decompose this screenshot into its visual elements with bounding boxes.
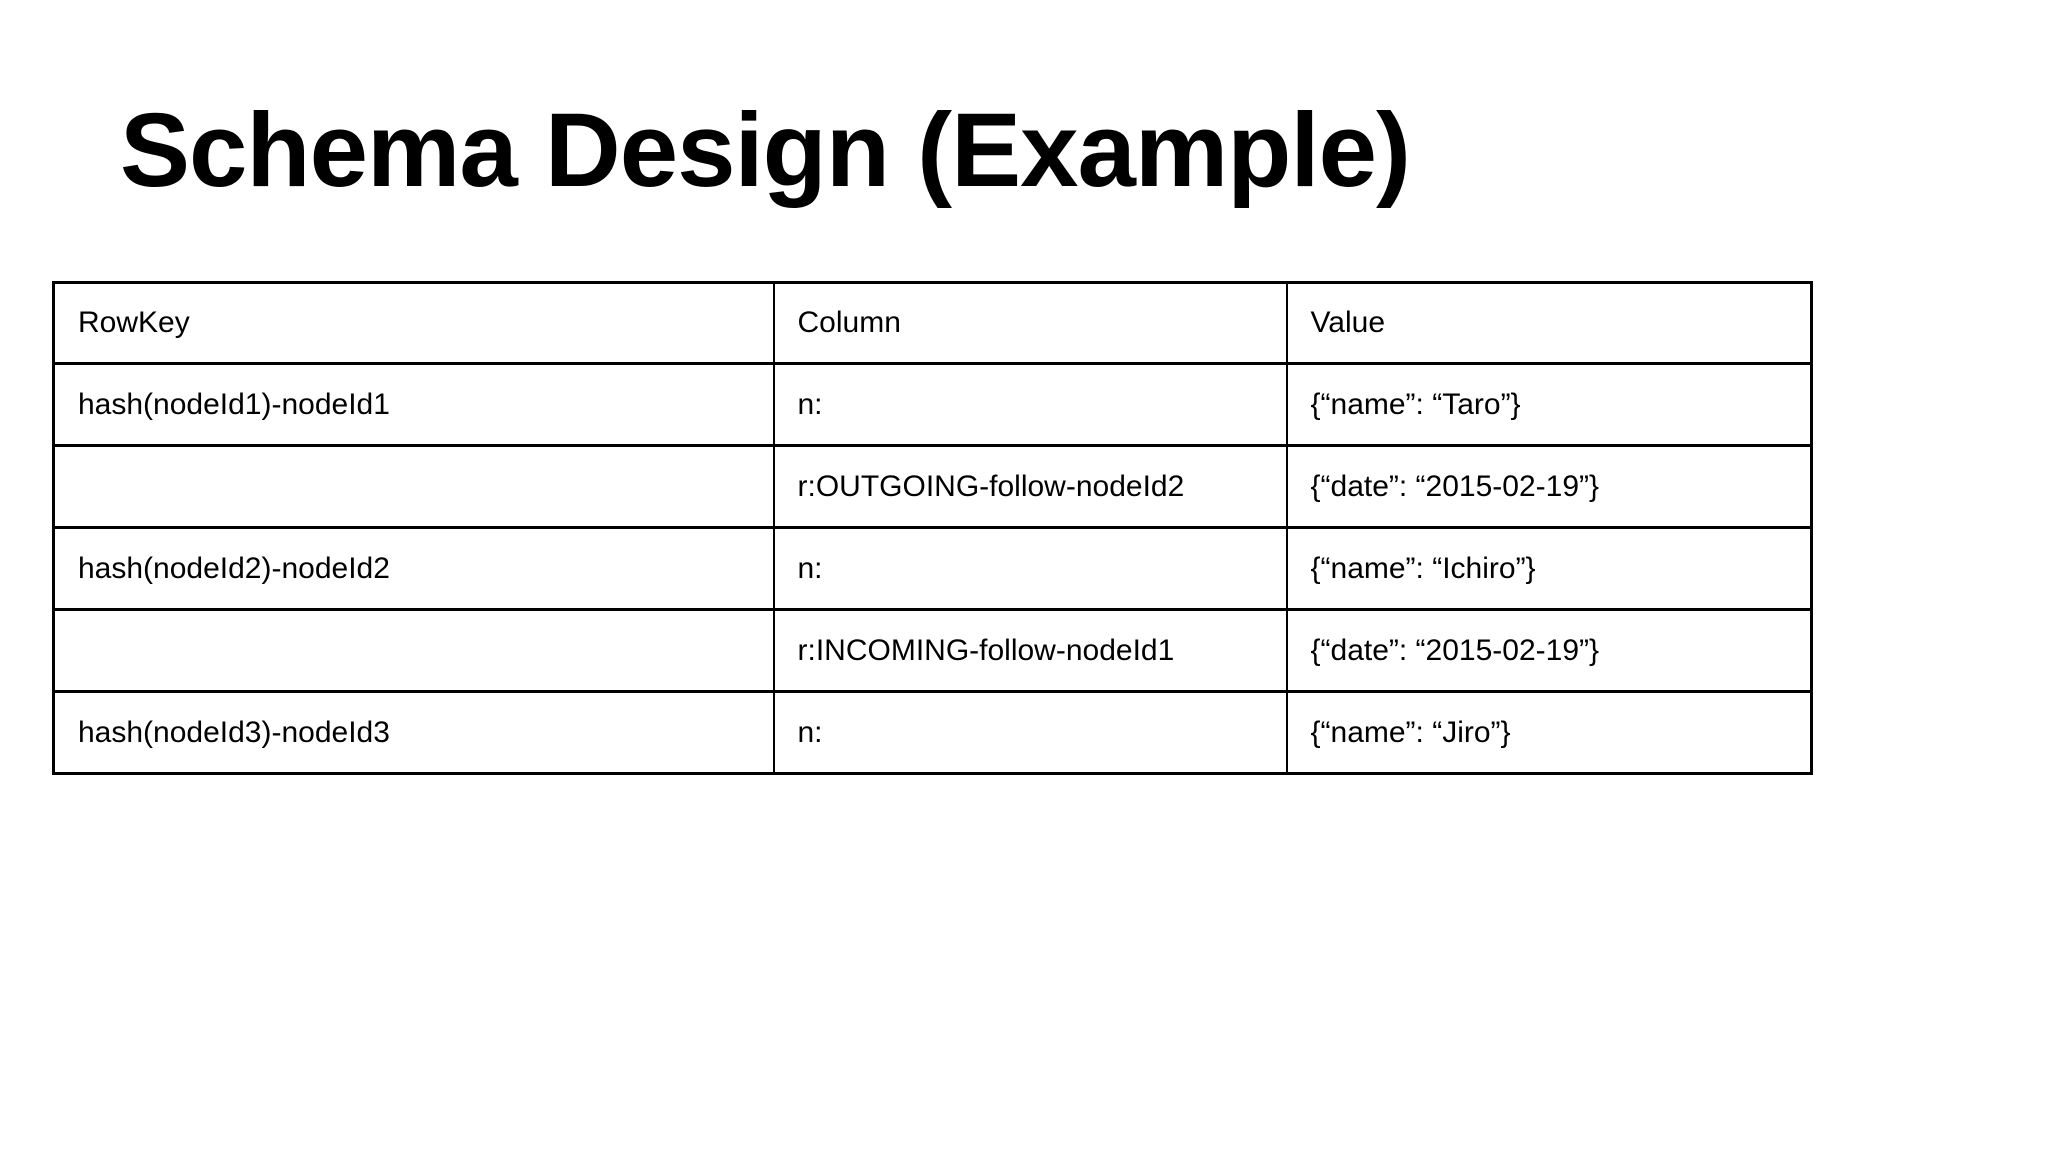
cell-value: {“name”: “Taro”}	[1285, 362, 1813, 447]
cell-rowkey: hash(nodeId2)-nodeId2	[52, 526, 775, 611]
cell-value: {“date”: “2015-02-19”}	[1285, 444, 1813, 529]
cell-column: r:INCOMING-follow-nodeId1	[772, 608, 1288, 693]
cell-column: n:	[772, 526, 1288, 611]
table-header-row: RowKey Column Value	[52, 281, 1813, 365]
table-row: r:OUTGOING-follow-nodeId2{“date”: “2015-…	[52, 444, 1813, 529]
column-header-rowkey: RowKey	[52, 281, 775, 365]
schema-table: RowKey Column Value hash(nodeId1)-nodeId…	[52, 281, 1813, 775]
cell-rowkey	[52, 608, 775, 693]
column-header-column: Column	[772, 281, 1288, 365]
cell-value: {“name”: “Ichiro”}	[1285, 526, 1813, 611]
cell-rowkey: hash(nodeId1)-nodeId1	[52, 362, 775, 447]
table-row: r:INCOMING-follow-nodeId1{“date”: “2015-…	[52, 608, 1813, 693]
cell-rowkey: hash(nodeId3)-nodeId3	[52, 690, 775, 775]
column-header-value: Value	[1285, 281, 1813, 365]
cell-column: r:OUTGOING-follow-nodeId2	[772, 444, 1288, 529]
cell-value: {“name”: “Jiro”}	[1285, 690, 1813, 775]
cell-column: n:	[772, 690, 1288, 775]
page-title: Schema Design (Example)	[120, 92, 1411, 209]
cell-column: n:	[772, 362, 1288, 447]
cell-value: {“date”: “2015-02-19”}	[1285, 608, 1813, 693]
cell-rowkey	[52, 444, 775, 529]
